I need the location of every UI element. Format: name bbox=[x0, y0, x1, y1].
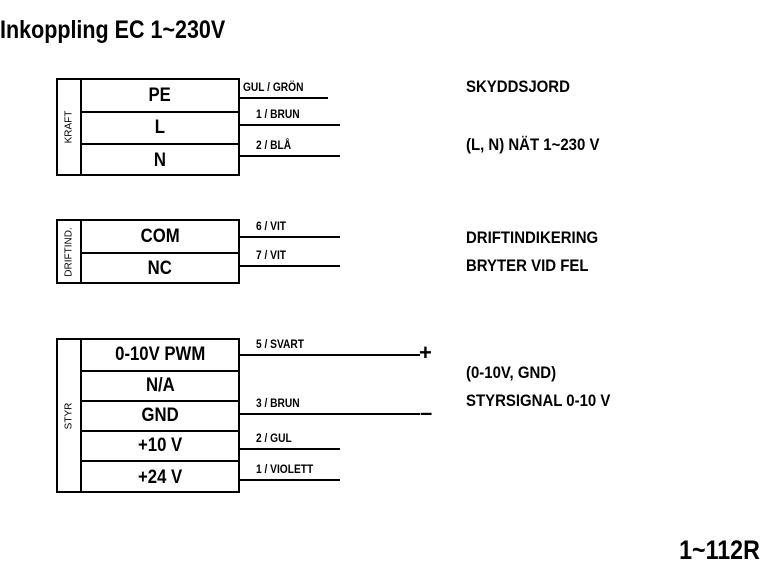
wire-label-n: 2 / BLÅ bbox=[256, 138, 292, 152]
wire-nc bbox=[240, 265, 340, 267]
wire-label-gnd: 3 / BRUN bbox=[256, 396, 300, 410]
terminal-com: COM bbox=[140, 225, 180, 247]
terminal-n: N bbox=[82, 143, 238, 176]
desc-styr-line2: STYRSIGNAL 0-10 V bbox=[466, 391, 611, 410]
desc-styr-line1: (0-10V, GND) bbox=[466, 363, 557, 382]
terminal-na: N/A bbox=[82, 370, 238, 400]
desc-skyddsjord: SKYDDSJORD bbox=[466, 77, 570, 96]
terminal-pe: PE bbox=[148, 84, 172, 106]
wire-label-10v: 2 / GUL bbox=[256, 431, 292, 445]
wire-label-l: 1 / BRUN bbox=[256, 107, 300, 121]
wire-pwm bbox=[240, 354, 420, 356]
wire-10v bbox=[240, 448, 340, 450]
diagram-title: Inkoppling EC 1~230V bbox=[0, 16, 226, 44]
desc-drift-line1: DRIFTINDIKERING bbox=[466, 228, 599, 247]
minus-sign: – bbox=[420, 400, 433, 425]
wire-l bbox=[240, 124, 340, 126]
wire-label-24v: 1 / VIOLETT bbox=[256, 462, 314, 476]
model-code: 1~112R bbox=[679, 535, 760, 565]
plus-sign: + bbox=[419, 340, 432, 365]
wire-pe bbox=[240, 97, 328, 99]
kraft-terminal-block: KRAFT PE L N bbox=[56, 78, 240, 176]
terminal-0-10v-pwm: 0-10V PWM bbox=[114, 344, 206, 365]
wire-n bbox=[240, 155, 340, 157]
terminal-gnd: GND bbox=[82, 400, 238, 430]
styr-side-label: STYR bbox=[58, 340, 82, 491]
terminal-l: L bbox=[82, 111, 238, 143]
wire-24v bbox=[240, 479, 340, 481]
terminal-10v: +10 V bbox=[82, 430, 238, 460]
terminal-nc: NC bbox=[82, 252, 238, 284]
wire-label-pwm: 5 / SVART bbox=[256, 337, 304, 351]
drift-terminal-block: DRIFTIND. COM NC bbox=[56, 219, 240, 284]
wire-gnd bbox=[240, 413, 420, 415]
styr-terminal-block: STYR 0-10V PWM N/A GND +10 V +24 V bbox=[56, 338, 240, 493]
kraft-side-label: KRAFT bbox=[58, 80, 82, 174]
wire-com bbox=[240, 236, 340, 238]
wire-label-com: 6 / VIT bbox=[256, 219, 287, 233]
terminal-24v: +24 V bbox=[82, 460, 238, 493]
drift-side-label: DRIFTIND. bbox=[58, 221, 82, 282]
wire-label-pe: GUL / GRÖN bbox=[243, 80, 304, 94]
wire-label-nc: 7 / VIT bbox=[256, 248, 287, 262]
desc-drift-line2: BRYTER VID FEL bbox=[466, 256, 589, 275]
desc-natt: (L, N) NÄT 1~230 V bbox=[466, 135, 600, 154]
